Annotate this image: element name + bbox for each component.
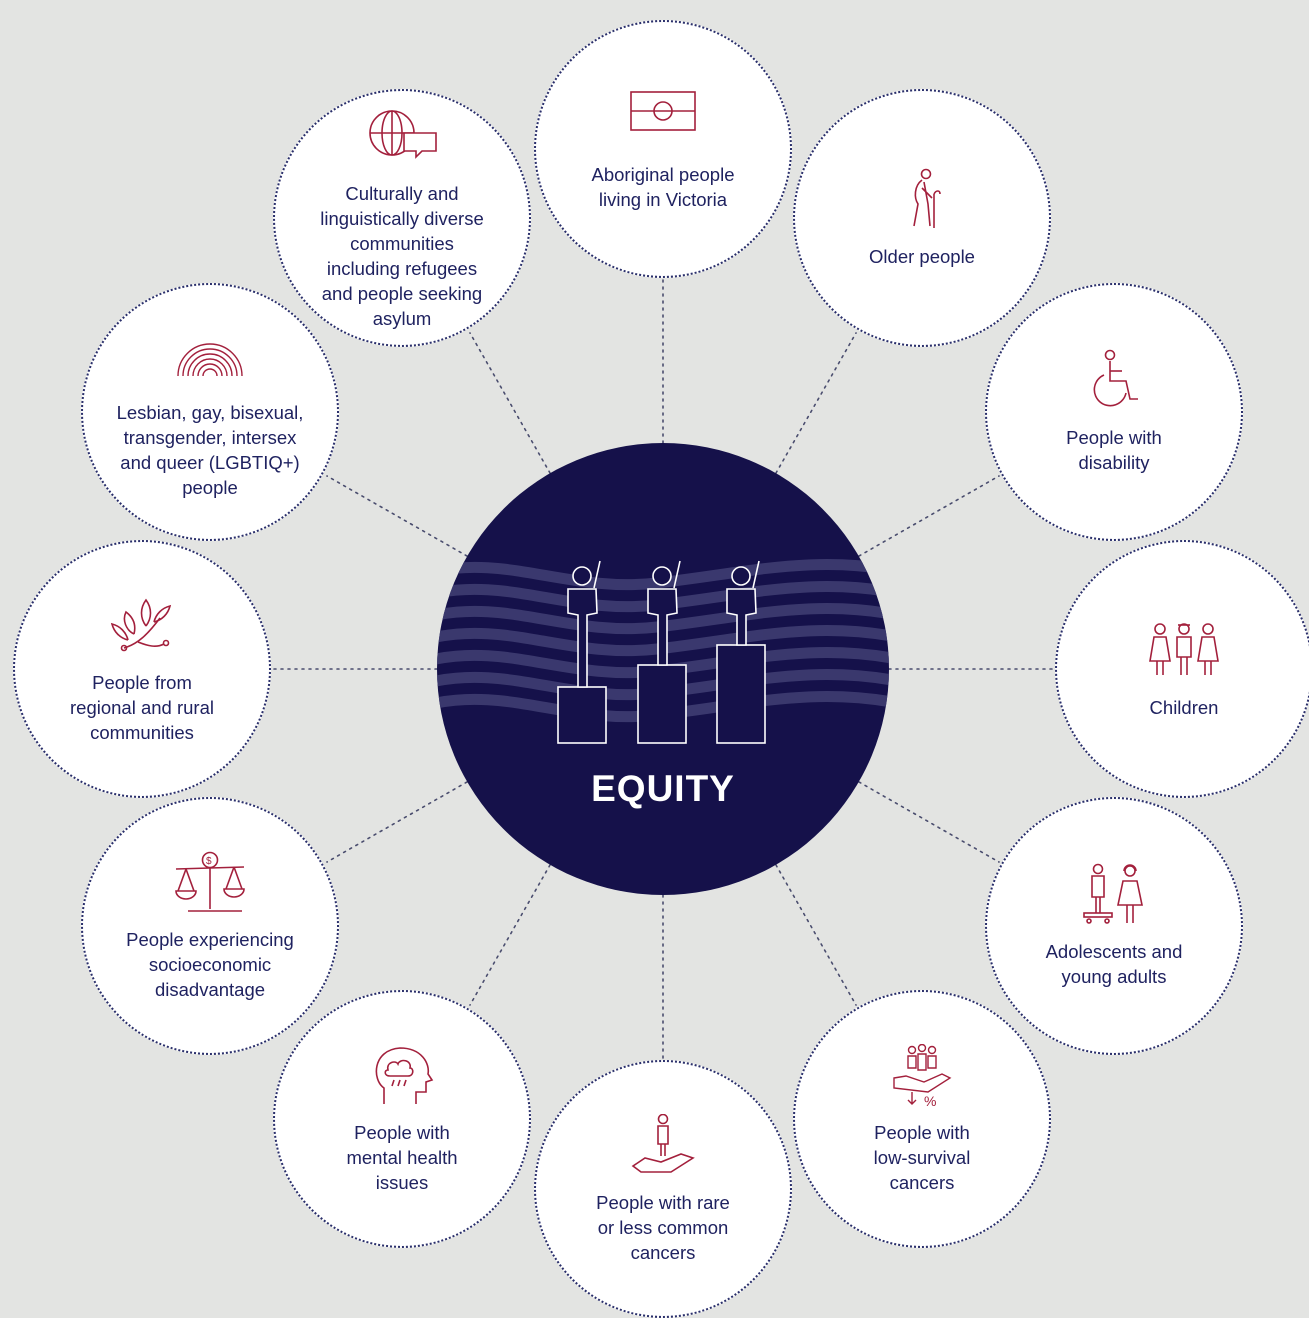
group-label: Aboriginal people living in Victoria — [591, 164, 735, 210]
group-low-survival-cancers: % People with low-survival cancers — [793, 990, 1051, 1248]
svg-text:%: % — [924, 1093, 936, 1108]
group-label: People with rare or less common cancers — [596, 1191, 730, 1263]
connector-line — [775, 864, 857, 1006]
group-label: Adolescents and young adults — [1045, 941, 1183, 987]
group-label: Children — [1149, 696, 1219, 718]
mental-health-icon — [364, 1044, 440, 1108]
group-cald: Culturally and linguistically diverse co… — [273, 89, 531, 347]
group-label: People experiencing socioeconomic disadv… — [126, 928, 294, 1000]
connector-line — [469, 332, 551, 474]
group-adolescents: Adolescents and young adults — [985, 797, 1243, 1055]
group-label: People with mental health issues — [346, 1121, 458, 1193]
group-children: Children — [1055, 540, 1309, 798]
group-aboriginal: Aboriginal people living in Victoria — [534, 20, 792, 278]
rainbow-icon — [172, 324, 248, 388]
equity-title: EQUITY — [591, 768, 735, 809]
group-lgbtiq: Lesbian, gay, bisexual, transgender, int… — [81, 283, 339, 541]
connector-line — [858, 475, 1000, 557]
group-rare-cancers: People with rare or less common cancers — [534, 1060, 792, 1318]
equity-center-circle: EQUITY — [437, 443, 889, 895]
scales-icon: $ — [172, 851, 248, 915]
group-label: People with disability — [1066, 427, 1162, 473]
low-survival-icon: % — [884, 1043, 960, 1108]
globe-speech-icon — [364, 105, 440, 169]
group-disability: People with disability — [985, 283, 1243, 541]
connector-line — [326, 781, 468, 863]
aboriginal-flag-icon — [625, 86, 701, 150]
group-label: People from regional and rural communiti… — [70, 671, 214, 743]
group-label: People with low-survival cancers — [873, 1121, 971, 1193]
group-regional-rural: People from regional and rural communiti… — [13, 540, 271, 798]
hand-person-icon — [625, 1113, 701, 1178]
equity-illustration — [437, 558, 889, 744]
connector-line — [858, 781, 1000, 863]
children-icon — [1146, 619, 1222, 683]
wheelchair-icon — [1076, 349, 1152, 413]
connector-line — [326, 475, 468, 557]
connector-line — [775, 332, 857, 474]
young-adults-icon — [1076, 863, 1152, 927]
group-socioeconomic: $ People experiencing socioeconomic disa… — [81, 797, 339, 1055]
group-mental-health: People with mental health issues — [273, 990, 531, 1248]
group-older-people: Older people — [793, 89, 1051, 347]
older-person-icon — [884, 168, 960, 232]
plant-icon — [104, 594, 180, 658]
group-label: Older people — [869, 245, 975, 267]
group-label: Culturally and linguistically diverse co… — [320, 183, 484, 329]
connector-line — [469, 864, 551, 1006]
group-label: Lesbian, gay, bisexual, transgender, int… — [116, 402, 304, 498]
svg-text:$: $ — [206, 856, 212, 867]
